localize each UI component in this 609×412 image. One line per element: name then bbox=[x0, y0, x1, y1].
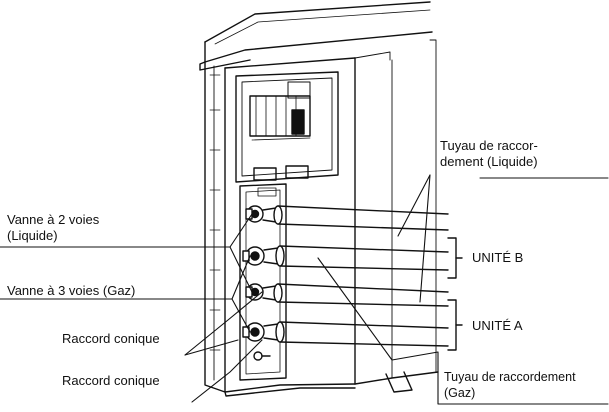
leader-lines bbox=[0, 174, 609, 405]
service-valve-block bbox=[239, 183, 287, 381]
pipe-gas-unit-a bbox=[275, 321, 449, 347]
label-tuyau-liquide-line2: dement (Liquide) bbox=[440, 154, 538, 169]
unit-a-bracket bbox=[447, 299, 463, 351]
unit-b-bracket bbox=[447, 237, 463, 279]
label-tuyau-gaz: Tuyau de raccordement (Gaz) bbox=[444, 369, 576, 401]
label-vanne-2-voies: Vanne à 2 voies (Liquide) bbox=[7, 212, 99, 244]
valve-3-way-gas-a bbox=[242, 322, 279, 342]
unit-base-feet bbox=[224, 371, 413, 397]
pipe-gas-unit-b bbox=[275, 245, 449, 271]
valve-3-way-gas-b bbox=[242, 246, 279, 266]
label-tuyau-liquide: Tuyau de raccor- dement (Liquide) bbox=[440, 138, 538, 170]
service-port bbox=[253, 351, 271, 361]
unit-top-cover bbox=[199, 1, 433, 71]
valve-2-way-liquid-b bbox=[245, 205, 277, 223]
label-tuyau-liquide-line1: Tuyau de raccor- bbox=[440, 138, 538, 153]
label-raccord-conique-2: Raccord conique bbox=[62, 373, 160, 388]
pipe-liquid-unit-b bbox=[273, 205, 449, 231]
label-vanne-3-voies: Vanne à 3 voies (Gaz) bbox=[7, 283, 136, 298]
label-raccord-conique-1: Raccord conique bbox=[62, 331, 160, 346]
unit-body bbox=[204, 39, 439, 393]
label-tuyau-gaz-line2: (Gaz) bbox=[444, 386, 476, 400]
valve-2-way-liquid-a bbox=[245, 283, 277, 301]
label-vanne-2-voies-line2: (Liquide) bbox=[7, 228, 58, 243]
label-unite-a: UNITÉ A bbox=[472, 318, 523, 333]
pipe-liquid-unit-a bbox=[273, 283, 449, 307]
label-tuyau-gaz-line1: Tuyau de raccordement bbox=[444, 370, 576, 384]
label-vanne-2-voies-line1: Vanne à 2 voies bbox=[7, 212, 100, 227]
terminal-block-panel bbox=[235, 71, 339, 183]
label-unite-b: UNITÉ B bbox=[472, 250, 524, 265]
